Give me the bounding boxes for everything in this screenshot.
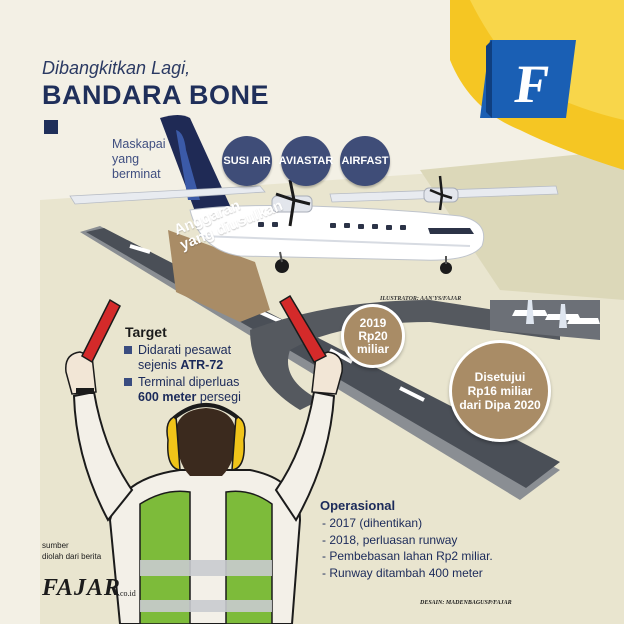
bullet-square [124,346,132,354]
taxiway [250,300,560,410]
marshaller-vest-left [139,490,191,624]
airplane-gear [279,251,447,264]
airline-badge-susi-air: SUSI AIR [222,136,272,186]
airplane-cockpit [428,228,474,234]
fajar-logo-suffix: .co.id [118,589,136,598]
target-item-2-line2: 600 meter persegi [138,390,241,405]
marshaller-head [176,408,236,476]
airplane-propeller-right [429,175,453,211]
maskapai-label-line3: berminat [112,167,161,181]
budget-2019-unit: miliar [356,341,389,356]
target-list: Didarati pesawat sejenis ATR-72 Terminal… [124,343,241,407]
maskapai-label: Maskapai yang berminat [112,137,202,182]
budget-2019-amount: Rp20 [358,328,388,343]
fajar-badge-letter: F [511,54,553,114]
target-heading: Target [125,324,167,340]
badge-f-edge [486,40,492,118]
airplane-windows [258,222,406,230]
page-title: BANDARA BONE [42,80,269,110]
budget-approved-circle: Disetujui Rp16 miliar dari Dipa 2020 [449,340,551,442]
target-item-1-line1: Didarati pesawat [138,343,232,357]
operasional-item: - Pembebasan lahan Rp2 miliar. [322,549,493,563]
budget-2019-circle: 2019 Rp20 miliar [341,304,405,368]
earmuff-band [172,403,240,420]
bullet-square [124,378,132,386]
target-item-2: Terminal diperluas 600 meter persegi [124,375,241,405]
target-item-2-bold: 600 meter [138,390,197,404]
operasional-list: - 2017 (dihentikan) - 2018, perluasan ru… [322,515,493,581]
atr-airplane [69,115,559,274]
target-item-1-bold: ATR-72 [180,358,224,372]
budget-approved-line3: dari Dipa 2020 [459,398,541,412]
anggaran-banner [168,230,270,322]
parked-planes [512,300,600,328]
marshaller-hand-right [311,351,343,395]
airplane-wing-left [69,185,266,205]
target-item-2-line1: Terminal diperluas [138,375,240,389]
source-line1: sumber [42,541,69,550]
marshaller-watch [76,388,94,394]
operasional-item: - Runway ditambah 400 meter [322,565,483,580]
marshaller-figure [65,294,343,624]
marshaller-vest-stripes [140,560,272,612]
marshaller-arm-right [274,390,336,522]
wand-right [278,294,328,363]
wand-left [81,298,121,364]
airplane-wheel-nose [440,262,452,274]
source-note: sumber diolah dari berita [42,540,101,562]
target-item-2-post: persegi [196,390,241,404]
illustrator-credit: ILUSTRATOR: AAN'YS/FAJAR [380,296,462,302]
maskapai-label-line1: Maskapai [112,137,166,151]
operasional-item: - 2017 (dihentikan) [322,516,423,530]
marshaller-vest-right [225,490,273,624]
airplane-belly-line [199,235,471,247]
target-item-1-line2: sejenis ATR-72 [138,358,241,373]
target-item-1-mid: sejenis [138,358,181,372]
airline-badge-airfast: AIRFAST [340,136,390,186]
airplane-tail-stripe [176,130,200,200]
title-line-1: Dibangkitkan Lagi, [42,58,191,78]
source-line2: diolah dari berita [42,552,102,561]
fajar-logo: FAJAR [42,575,121,601]
terrain-far [420,150,624,300]
target-item-1: Didarati pesawat sejenis ATR-72 [124,343,241,373]
budget-approved-line2: Rp16 miliar [467,384,533,398]
maskapai-label-line2: yang [112,152,140,166]
operasional-item: - 2018, perluasan runway [322,532,458,547]
budget-approved-line1: Disetujui [474,370,526,384]
designer-credit: DESAIN: MADENBAGUSP/FAJAR [420,600,512,606]
airplane-wheel-main [275,259,289,273]
title-square-marker [44,120,58,134]
airline-badge-aviastar: AVIASTAR [279,136,333,186]
budget-2019-year: 2019 [359,315,387,330]
airplane-propeller-left [275,179,311,227]
operasional-heading: Operasional [320,498,396,513]
marshaller-hand-left [65,351,97,395]
badge-f-box [480,40,576,118]
earmuff-right [231,414,246,471]
earmuff-left [166,414,181,471]
